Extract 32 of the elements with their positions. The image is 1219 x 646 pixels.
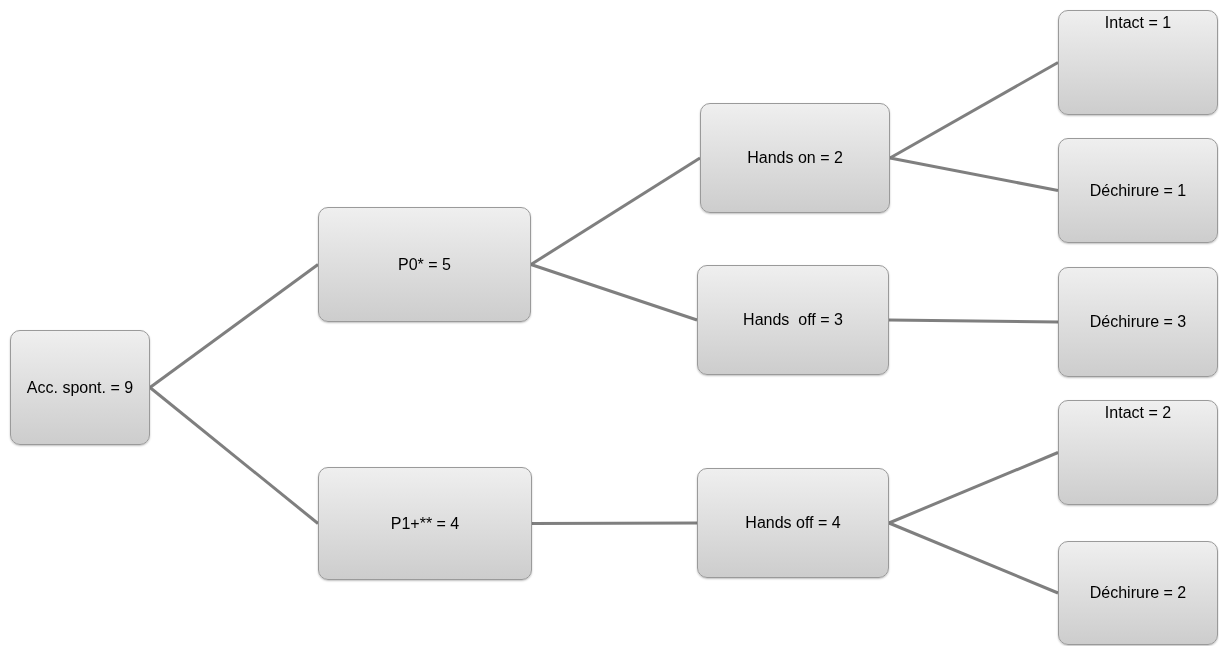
connector-line [888, 521, 1059, 595]
tree-node-box [1058, 138, 1218, 243]
node-label: Hands off = 4 [745, 513, 841, 533]
tree-node-box [1058, 10, 1218, 115]
node-label: Déchirure = 3 [1089, 312, 1187, 332]
tree-node-box [1058, 267, 1218, 377]
node-label: P1+** = 4 [390, 513, 460, 534]
node-label: Hands on = 2 [747, 148, 843, 168]
connector-line [888, 451, 1059, 525]
tree-node-box [318, 207, 531, 322]
tree-node-box [10, 330, 150, 445]
connector-line [530, 156, 701, 266]
node-label: Hands off = 3 [743, 310, 843, 330]
tree-node-box [697, 468, 889, 578]
connector-line [888, 318, 1059, 324]
tree-node-box [700, 103, 890, 213]
node-label: Acc. spont. = 9 [26, 377, 134, 398]
tree-node-box [697, 265, 889, 375]
connector-line [532, 521, 697, 525]
node-label: Déchirure = 2 [1089, 583, 1187, 603]
tree-node-box [1058, 541, 1218, 645]
connector-line [889, 156, 1059, 192]
tree-node-box [318, 467, 532, 580]
connector-line [149, 386, 319, 525]
node-label: P0* = 5 [398, 254, 451, 275]
node-label: Intact = 1 [1104, 12, 1172, 33]
connector-line [889, 61, 1059, 160]
connector-line [530, 263, 698, 322]
node-label: Intact = 2 [1104, 402, 1172, 423]
node-label: Déchirure = 1 [1089, 180, 1187, 201]
tree-node-box [1058, 400, 1218, 505]
connector-line [149, 263, 319, 389]
